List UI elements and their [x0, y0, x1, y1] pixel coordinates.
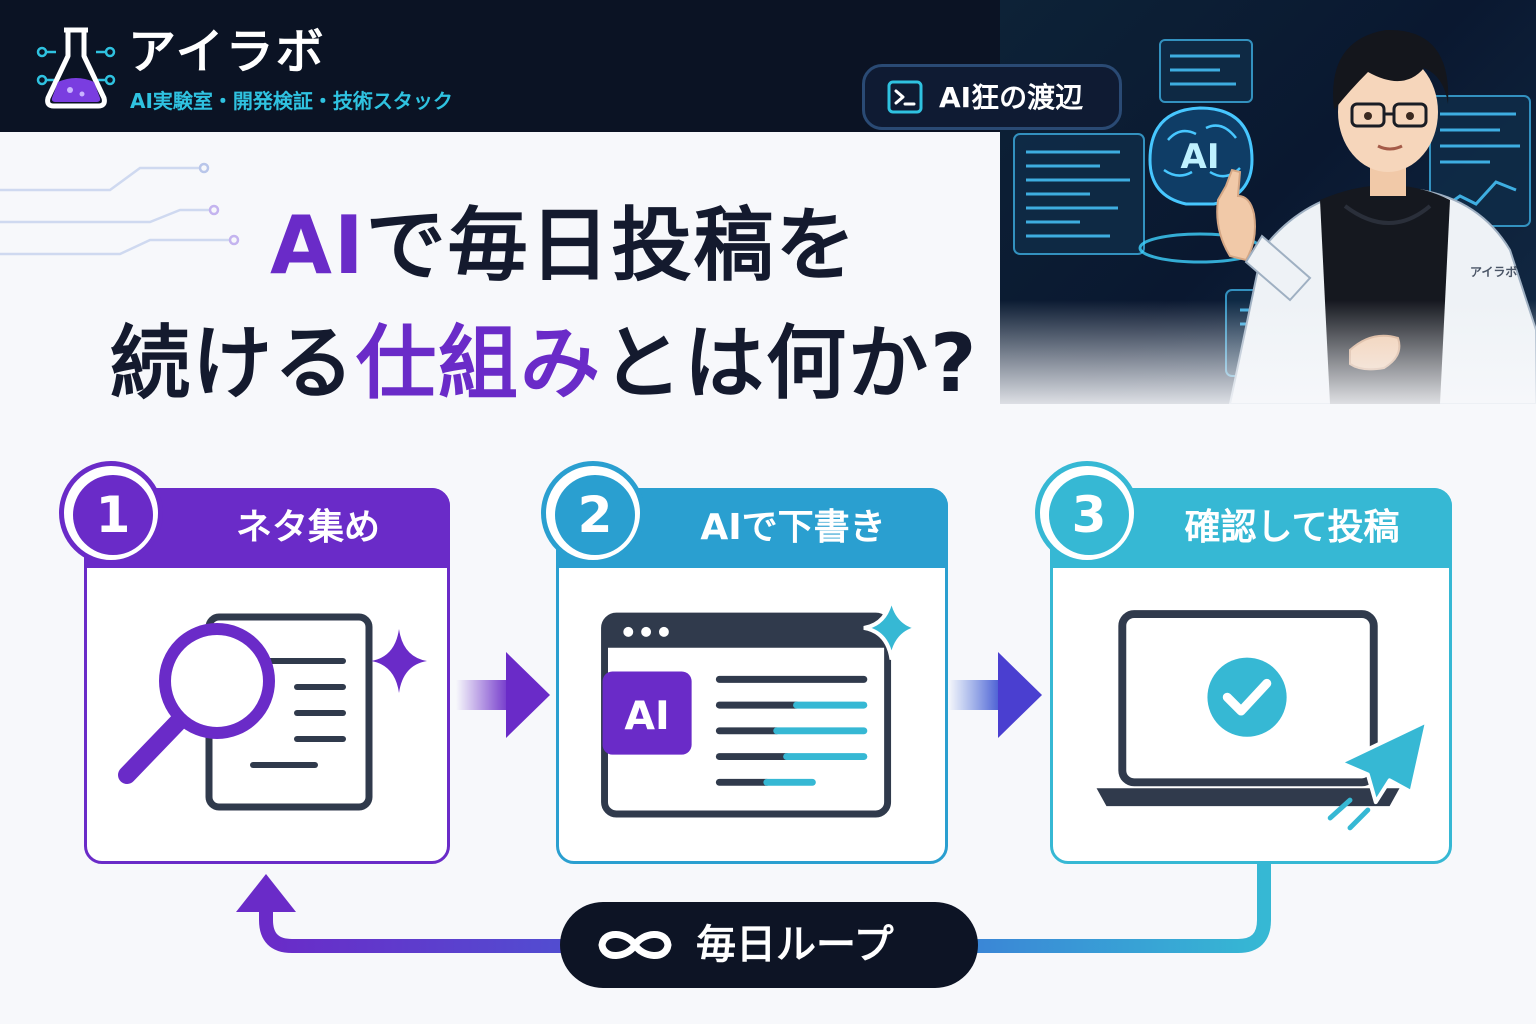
- headline-line-2-end: とは何か?: [602, 317, 979, 410]
- brand-tagline: AI実験室・開発検証・技術スタック: [130, 89, 453, 113]
- headline-line-2: 続ける仕組みとは何か?: [110, 314, 978, 414]
- code-panel: [1159, 39, 1253, 103]
- step-number-1: 1: [73, 475, 153, 555]
- coat-label: アイラボ: [1470, 264, 1517, 279]
- author-name: AI狂の渡辺: [939, 81, 1084, 114]
- headline-line-1-text: で毎日投稿を: [365, 199, 858, 292]
- step-card-3: 確認して投稿 3: [1035, 461, 1452, 864]
- hero-fade: [1000, 300, 1536, 430]
- laptop-check-send-icon: [1096, 610, 1430, 831]
- step-title-3: 確認して投稿: [1184, 507, 1400, 548]
- infinity-icon: [598, 931, 672, 959]
- ai-draft-window-icon: AI: [601, 595, 920, 818]
- headline-line-1: AIで毎日投稿を: [270, 196, 858, 296]
- daily-loop-label: 毎日ループ: [696, 922, 894, 968]
- code-panel: [1429, 95, 1531, 227]
- search-document-icon: [118, 613, 427, 811]
- step-number-badge-1: 1: [59, 461, 163, 565]
- ai-brain-hologram: AI: [1138, 106, 1262, 264]
- step-title-2: AIで下書き: [700, 507, 886, 548]
- step-number-badge-2: 2: [541, 461, 645, 565]
- terminal-icon: [887, 80, 923, 114]
- circuit-decoration: [0, 162, 240, 256]
- author-badge: AI狂の渡辺: [862, 64, 1122, 130]
- headline-line-2-start: 続ける: [110, 317, 356, 410]
- arrow-right-icon: [456, 652, 550, 738]
- step-number-badge-3: 3: [1035, 461, 1139, 565]
- code-panel: [1013, 133, 1145, 255]
- step-card-2: AIで下書き 2 AI: [541, 461, 948, 864]
- headline-accent-ai: AI: [270, 199, 366, 292]
- step-number-2: 2: [555, 475, 635, 555]
- arrow-right-icon: [948, 652, 1042, 738]
- step-title-1: ネタ集め: [235, 507, 380, 548]
- ai-hologram-text: AI: [1181, 137, 1220, 177]
- brand-name: アイラボ: [128, 24, 326, 80]
- headline-accent-system: 仕組み: [356, 317, 602, 410]
- daily-loop-badge: 毎日ループ: [560, 902, 978, 988]
- step-number-3: 3: [1049, 475, 1129, 555]
- step-card-1: ネタ集め 1: [59, 461, 450, 864]
- ai-badge-text: AI: [624, 693, 669, 739]
- flask-icon: [36, 27, 116, 109]
